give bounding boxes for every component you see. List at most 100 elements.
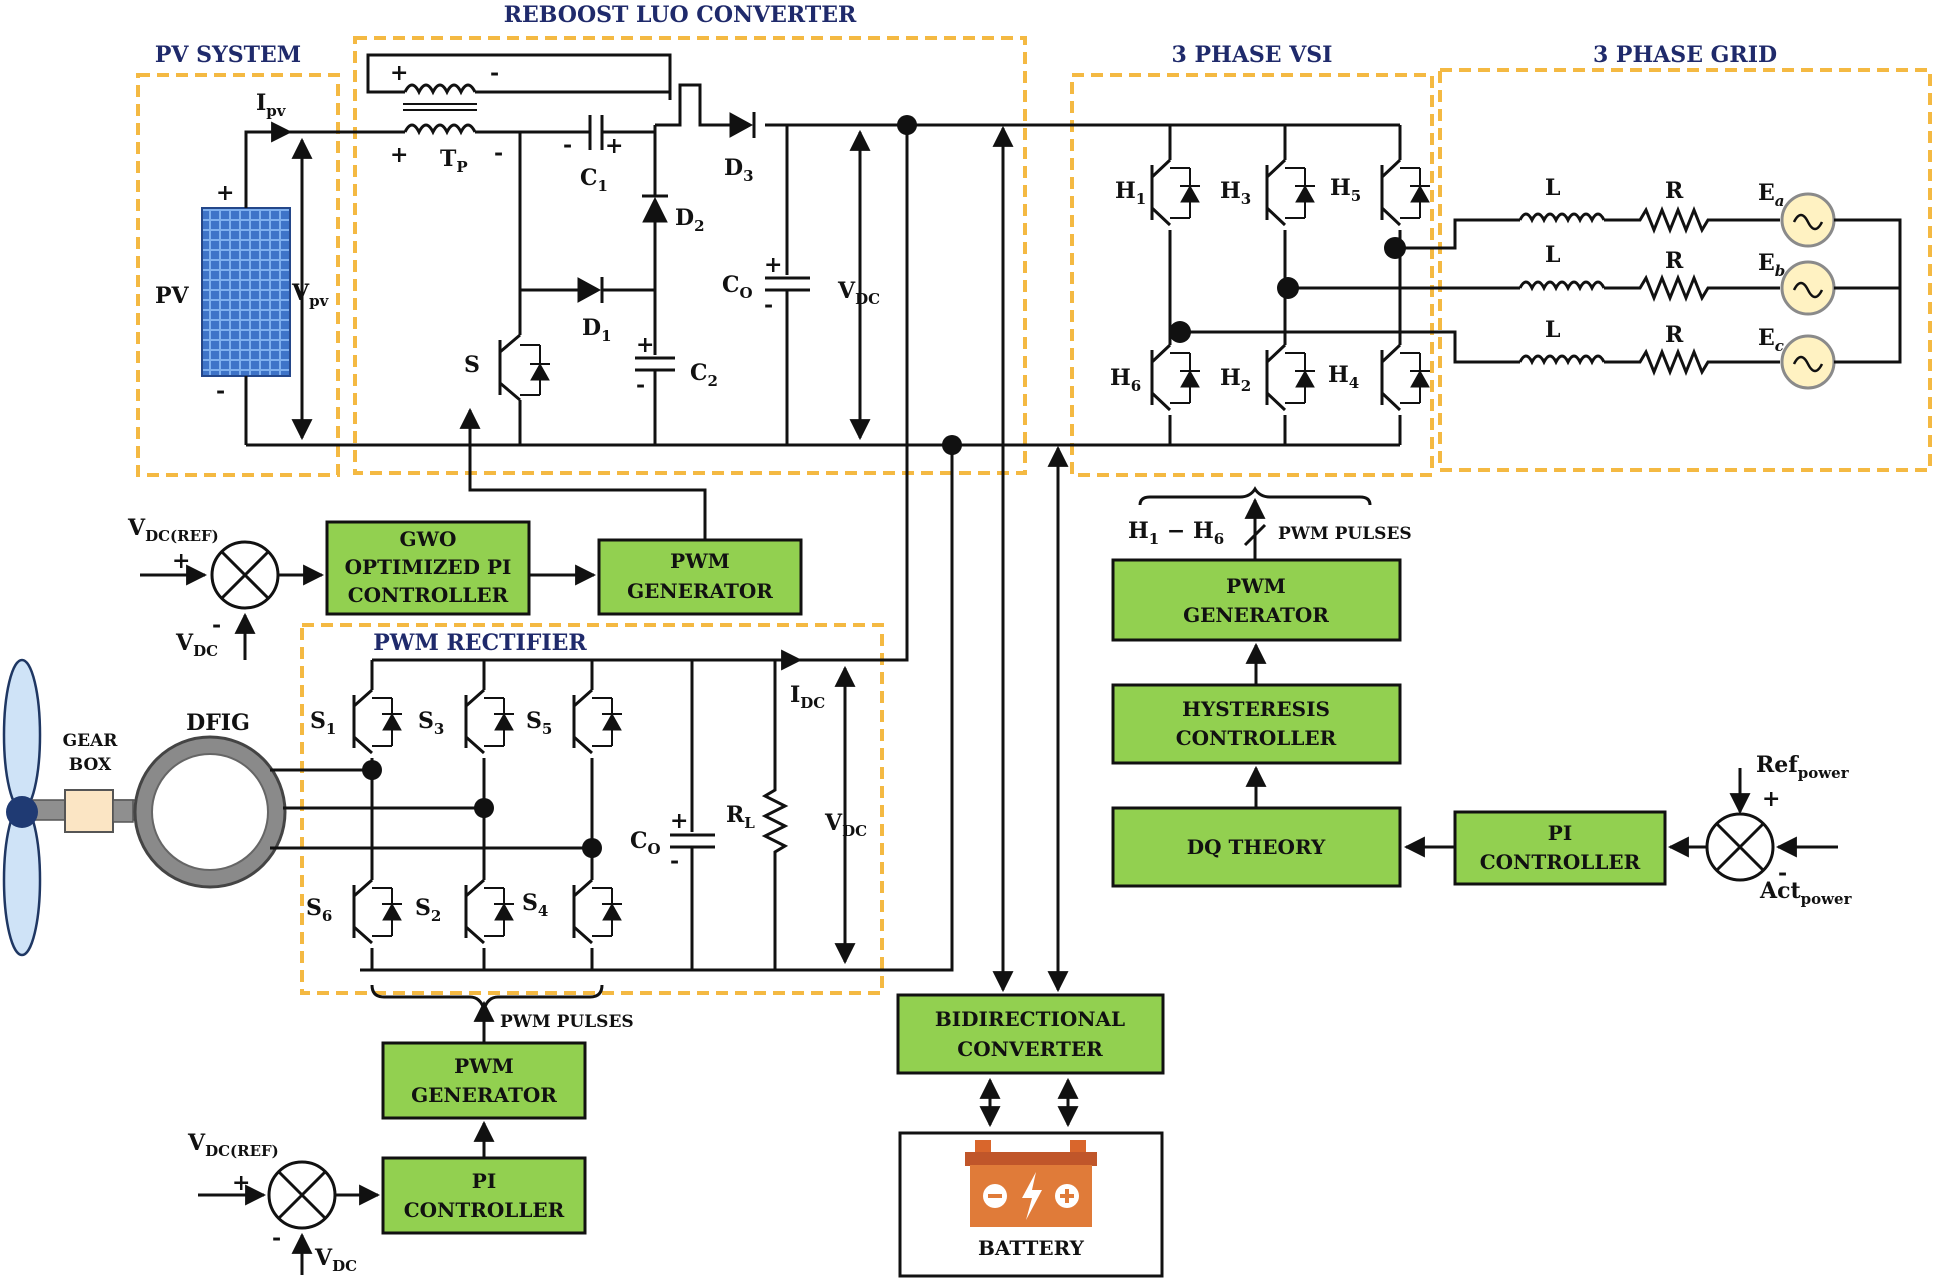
inductor-l-c (1518, 354, 1606, 366)
tp-label: TP (440, 146, 468, 176)
r-b-label: R (1665, 248, 1684, 274)
pv-system-section (136, 73, 340, 477)
svg-text:DQ THEORY: DQ THEORY (1187, 835, 1326, 859)
c0-rect-minus: - (670, 848, 679, 874)
tp-plus-bot: + (390, 142, 408, 168)
pv-minus: - (216, 378, 225, 404)
igbt-s3 (464, 688, 514, 758)
vdc-fb-2-label: VDC (314, 1245, 357, 1275)
svg-text:PI: PI (472, 1169, 496, 1193)
igbt-h3 (1265, 158, 1315, 230)
igbt-s5 (572, 688, 622, 758)
battery-label: BATTERY (978, 1236, 1085, 1260)
phase-a-wire (1395, 218, 1520, 250)
diode-d2 (642, 194, 668, 223)
igbt-h1 (1150, 158, 1200, 230)
diode-d1 (577, 277, 604, 303)
tp-minus-top: - (490, 60, 499, 86)
igbt-s1 (352, 688, 402, 758)
vpv-label: Vpv (291, 280, 330, 310)
gwo-pi-controller-block: GWO OPTIMIZED PI CONTROLLER (325, 520, 531, 616)
gear-box-label-2: BOX (69, 755, 112, 775)
svg-text:PI: PI (1548, 821, 1572, 845)
top-bus-tap-to-rectifier (780, 125, 909, 662)
igbt-h2 (1265, 343, 1315, 415)
h1-label: H1 (1115, 178, 1146, 208)
rect-pulse-brace (370, 984, 604, 1014)
pi-controller-rect-block: PI CONTROLLER (381, 1156, 587, 1235)
h-range-label: H1 − H6 (1128, 518, 1224, 548)
idc-label: IDC (790, 682, 825, 712)
pi-controller-power-block: PI CONTROLLER (1453, 810, 1667, 886)
load-rl (761, 660, 789, 970)
s-gate-line (459, 407, 707, 540)
reboost-luo-title: REBOOST LUO CONVERTER (504, 2, 857, 28)
c1-wire-right (602, 125, 657, 134)
coupled-inductor-tp (403, 83, 477, 136)
rect-summing-junction (267, 1160, 337, 1230)
tp-minus-bot: - (494, 140, 503, 166)
svg-text:PWM: PWM (1226, 574, 1286, 598)
c1-minus: - (563, 132, 572, 158)
source-ec (1780, 334, 1836, 390)
igbt-s6 (352, 878, 402, 948)
igbt-h6 (1150, 343, 1200, 415)
svg-text:CONVERTER: CONVERTER (957, 1037, 1103, 1061)
h2-label: H2 (1220, 365, 1251, 395)
vdc-ref-2-plus: + (232, 1170, 250, 1196)
source-eb (1780, 260, 1836, 316)
s4-label: S4 (522, 890, 548, 920)
pv-system-title: PV SYSTEM (155, 42, 301, 68)
c0-rect-label: CO (630, 828, 661, 858)
capacitor-c1 (588, 115, 604, 150)
wind-turbine-blades (2, 658, 148, 957)
boost-summing-junction (210, 540, 280, 610)
ref-power-label: Refpower (1756, 752, 1850, 782)
phase-a-lr (1604, 205, 1780, 235)
d2-label: D2 (675, 205, 705, 235)
pwm-generator-rect-block: PWM GENERATOR (381, 1041, 587, 1120)
igbt-s2 (464, 878, 514, 948)
svg-text:CONTROLLER: CONTROLLER (1480, 850, 1641, 874)
pwm-generator-boost-block: PWM GENERATOR (597, 538, 803, 616)
phase-c-wire (1180, 330, 1520, 364)
capacitor-c0-rect (670, 833, 715, 849)
pwm-generator-vsi-block: PWM GENERATOR (1111, 558, 1402, 642)
igbt-s4 (572, 878, 622, 948)
rl-label: RL (726, 802, 755, 832)
d3-label: D3 (724, 155, 754, 185)
svg-text:CONTROLLER: CONTROLLER (348, 583, 509, 607)
c0-top-plus: + (764, 252, 782, 278)
igbt-switch-s (498, 333, 550, 445)
svg-text:BIDIRECTIONAL: BIDIRECTIONAL (935, 1007, 1125, 1031)
igbt-h4 (1380, 343, 1430, 415)
dq-theory-block: DQ THEORY (1111, 806, 1402, 888)
dfig-label: DFIG (186, 710, 250, 736)
gear-box-label-1: GEAR (63, 731, 119, 751)
h4-label: H4 (1328, 362, 1359, 392)
battery-icon (965, 1140, 1097, 1227)
h5-label: H5 (1330, 175, 1361, 205)
capacitor-c0-top (765, 276, 810, 292)
vdc-fb-2-minus: - (272, 1225, 281, 1251)
vsi-pulse-brace (1138, 486, 1372, 506)
pv-plus: + (216, 180, 234, 206)
vdc-ref-1-plus: + (172, 548, 190, 574)
svg-text:PWM: PWM (454, 1054, 514, 1078)
svg-text:GWO: GWO (400, 527, 457, 551)
pwm-pulses-rect-label: PWM PULSES (500, 1012, 634, 1032)
s3-label: S3 (418, 708, 444, 738)
pwm-rectifier-title: PWM RECTIFIER (373, 630, 587, 656)
vsi-section (1070, 73, 1434, 477)
s1-label: S1 (310, 708, 336, 738)
s5-label: S5 (526, 708, 552, 738)
s-label: S (464, 352, 480, 378)
c0-top-minus: - (764, 292, 773, 318)
act-power-label: Actpower (1759, 878, 1853, 908)
pwm-pulses-vsi-label: PWM PULSES (1278, 524, 1412, 544)
h3-label: H3 (1220, 178, 1251, 208)
eb-label: Eb (1758, 250, 1785, 280)
ec-label: Ec (1758, 325, 1784, 355)
gear-box (64, 789, 134, 833)
